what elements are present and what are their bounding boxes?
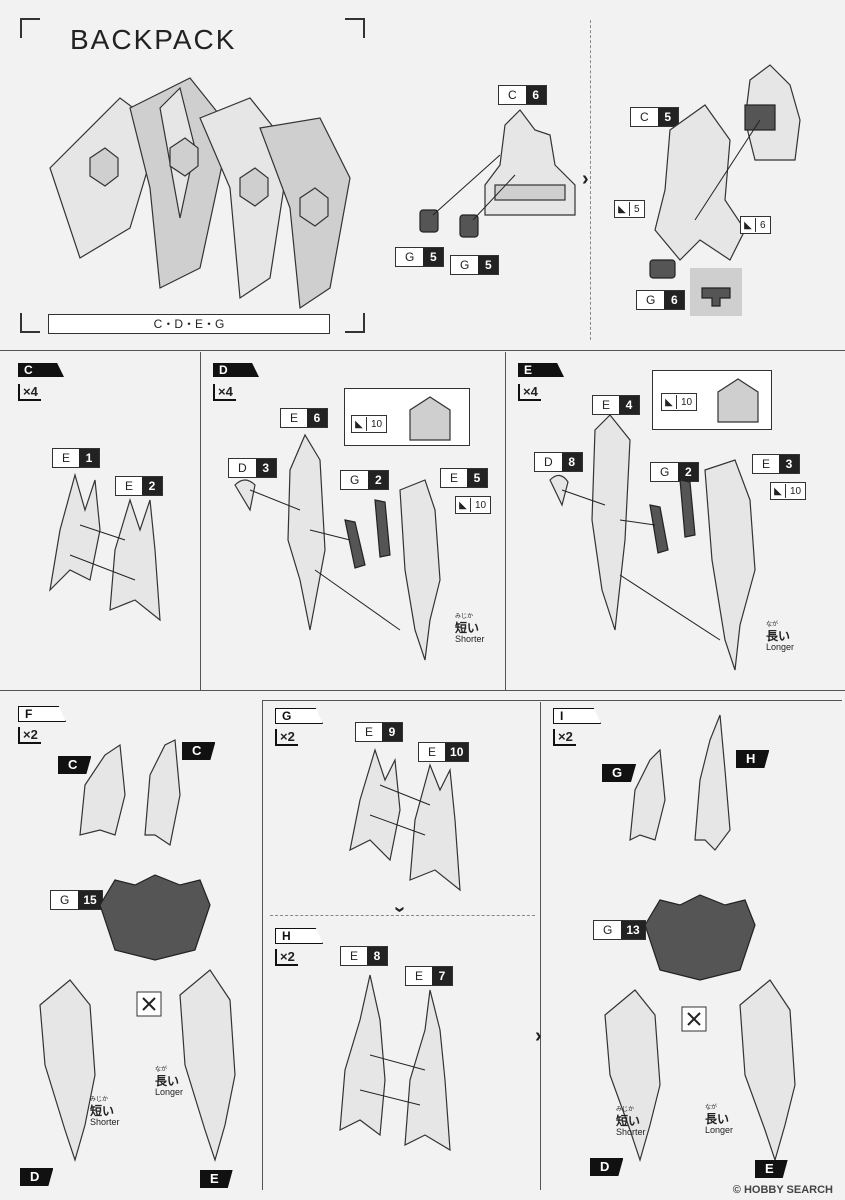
step-h-tab: H [275, 928, 323, 944]
step-d-multiplier: ×4 [213, 384, 236, 401]
detail-zoom-d: ◣10 [344, 388, 470, 446]
gate-mark-5: ◣5 [614, 200, 645, 218]
step-c-multiplier: ×4 [18, 384, 41, 401]
gate-mark-10: ◣10 [351, 415, 388, 433]
step-f-top-parts [79, 739, 181, 846]
ref-c-left: C [58, 756, 92, 774]
step-f-bottom-parts [39, 969, 236, 1163]
part-c5-drawing [654, 64, 801, 261]
part-c6-drawing [484, 109, 576, 216]
part-g5-drawing [419, 154, 516, 238]
gate-mark-6: ◣6 [740, 216, 771, 234]
backpack-title-box: BACKPACK C・D・E・G [20, 18, 365, 334]
next-arrow-icon: › [535, 1025, 542, 1047]
step-g-multiplier: ×2 [275, 729, 298, 746]
ref-c-right: C [182, 742, 216, 760]
step-d-tab: D [213, 363, 259, 377]
ref-e: E [200, 1170, 233, 1188]
step-i-hub [644, 894, 756, 981]
step-c-tab: C [18, 363, 64, 377]
ref-d-2: D [590, 1158, 624, 1176]
step-i-multiplier: ×2 [553, 729, 576, 746]
backpack-illustration [49, 77, 351, 310]
down-arrow-icon: › [388, 906, 411, 913]
divider [262, 700, 842, 701]
divider [0, 350, 845, 351]
step-e-drawing [549, 414, 756, 671]
divider [200, 352, 201, 690]
part-g6-drawing [649, 259, 676, 279]
ref-g: G [602, 764, 637, 782]
step-i-tab: I [553, 708, 601, 724]
parts-list: C・D・E・G [48, 314, 330, 334]
cutter-icon [136, 991, 162, 1017]
step-h-multiplier: ×2 [275, 949, 298, 966]
g6-detail-box [690, 268, 742, 316]
step-c-drawing [49, 472, 161, 622]
step-g-tab: G [275, 708, 323, 724]
divider [270, 915, 535, 916]
page-title: BACKPACK [70, 24, 237, 55]
gate-mark-10: ◣10 [661, 393, 698, 411]
step-f-multiplier: ×2 [18, 727, 41, 744]
gate-mark-10: ◣10 [455, 496, 492, 514]
next-arrow-icon: › [582, 168, 589, 190]
cutter-icon [681, 1006, 707, 1032]
watermark: © HOBBY SEARCH [732, 1184, 833, 1196]
step-f-tab: F [18, 706, 66, 722]
step-i-top-parts [629, 714, 731, 851]
divider [0, 690, 845, 691]
ref-d: D [20, 1168, 54, 1186]
step-i-bottom-parts [604, 979, 796, 1163]
ref-h: H [736, 750, 770, 768]
step-h-drawing [339, 974, 451, 1152]
detail-zoom-e: ◣10 [652, 370, 772, 430]
divider [590, 20, 591, 340]
step-e-multiplier: ×4 [518, 384, 541, 401]
divider [505, 352, 506, 690]
gate-mark-10: ◣10 [770, 482, 807, 500]
divider [540, 702, 541, 1190]
step-f-hub [99, 874, 211, 961]
step-g-drawing [349, 748, 461, 892]
divider [262, 700, 263, 1190]
step-e-tab: E [518, 363, 564, 377]
ref-e-2: E [755, 1160, 788, 1178]
step-d-drawing [234, 433, 441, 661]
